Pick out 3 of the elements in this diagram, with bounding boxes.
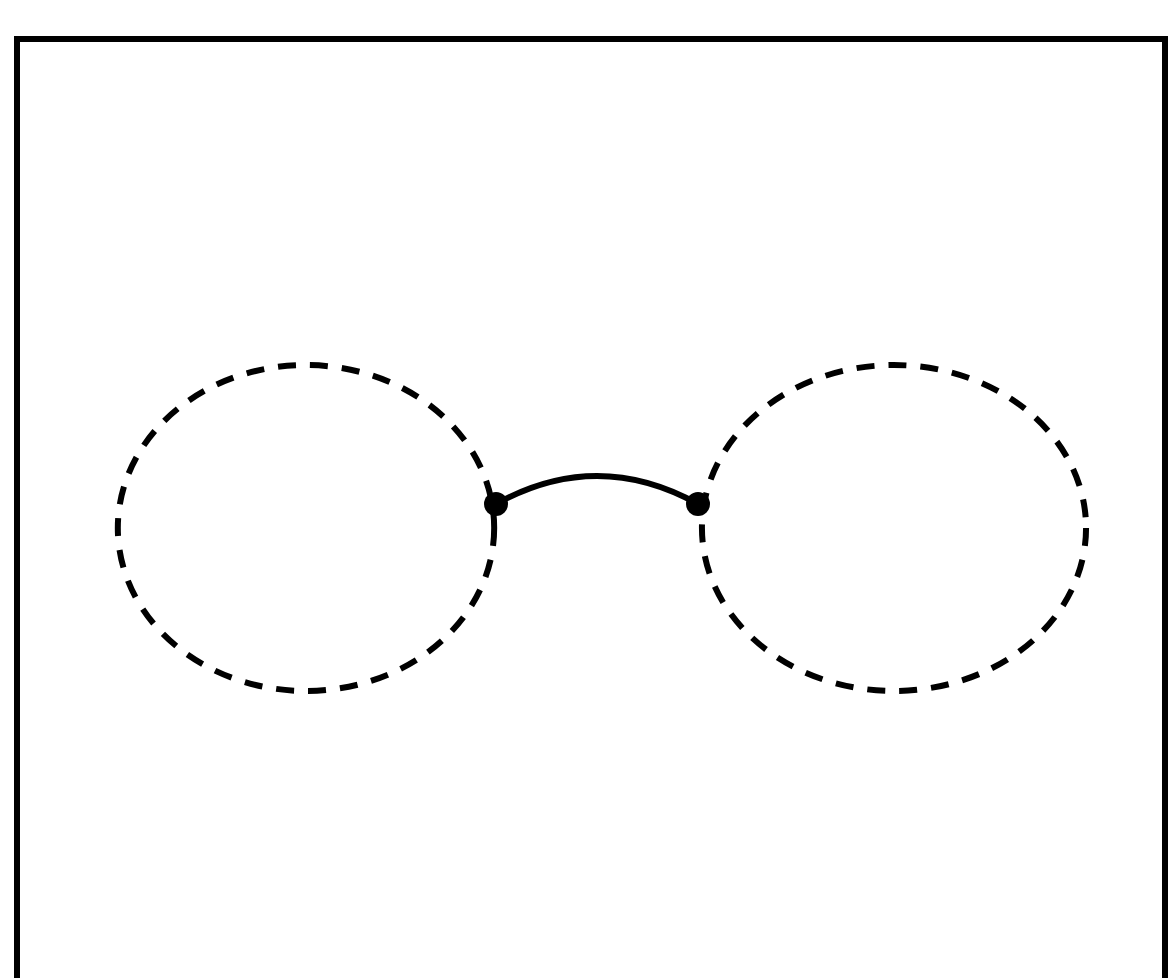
dashed-ellipse — [696, 360, 1092, 696]
connector-arc — [484, 473, 710, 516]
dashed-ellipse — [112, 360, 500, 696]
